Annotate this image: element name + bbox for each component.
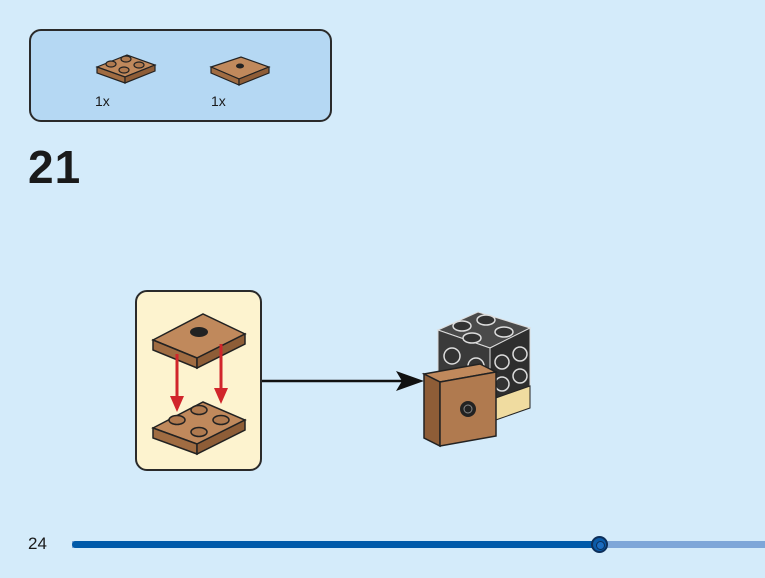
part-count: 1x (211, 93, 226, 109)
page-number: 24 (28, 534, 47, 553)
sub-assembly-illustration (151, 313, 247, 456)
sub-assembly-callout (135, 290, 262, 471)
jumper-plate-2x2-icon (209, 56, 271, 86)
plate-2x2-icon (95, 54, 157, 84)
assembly-arrow-icon (262, 371, 424, 391)
part-count: 1x (95, 93, 110, 109)
step-number: 21 (28, 141, 82, 193)
page-progress-bar (72, 536, 765, 553)
parts-list-box: 1x 1x (29, 29, 332, 122)
progress-fill (72, 541, 599, 548)
progress-knob (590, 536, 608, 553)
model-illustration (421, 311, 532, 448)
